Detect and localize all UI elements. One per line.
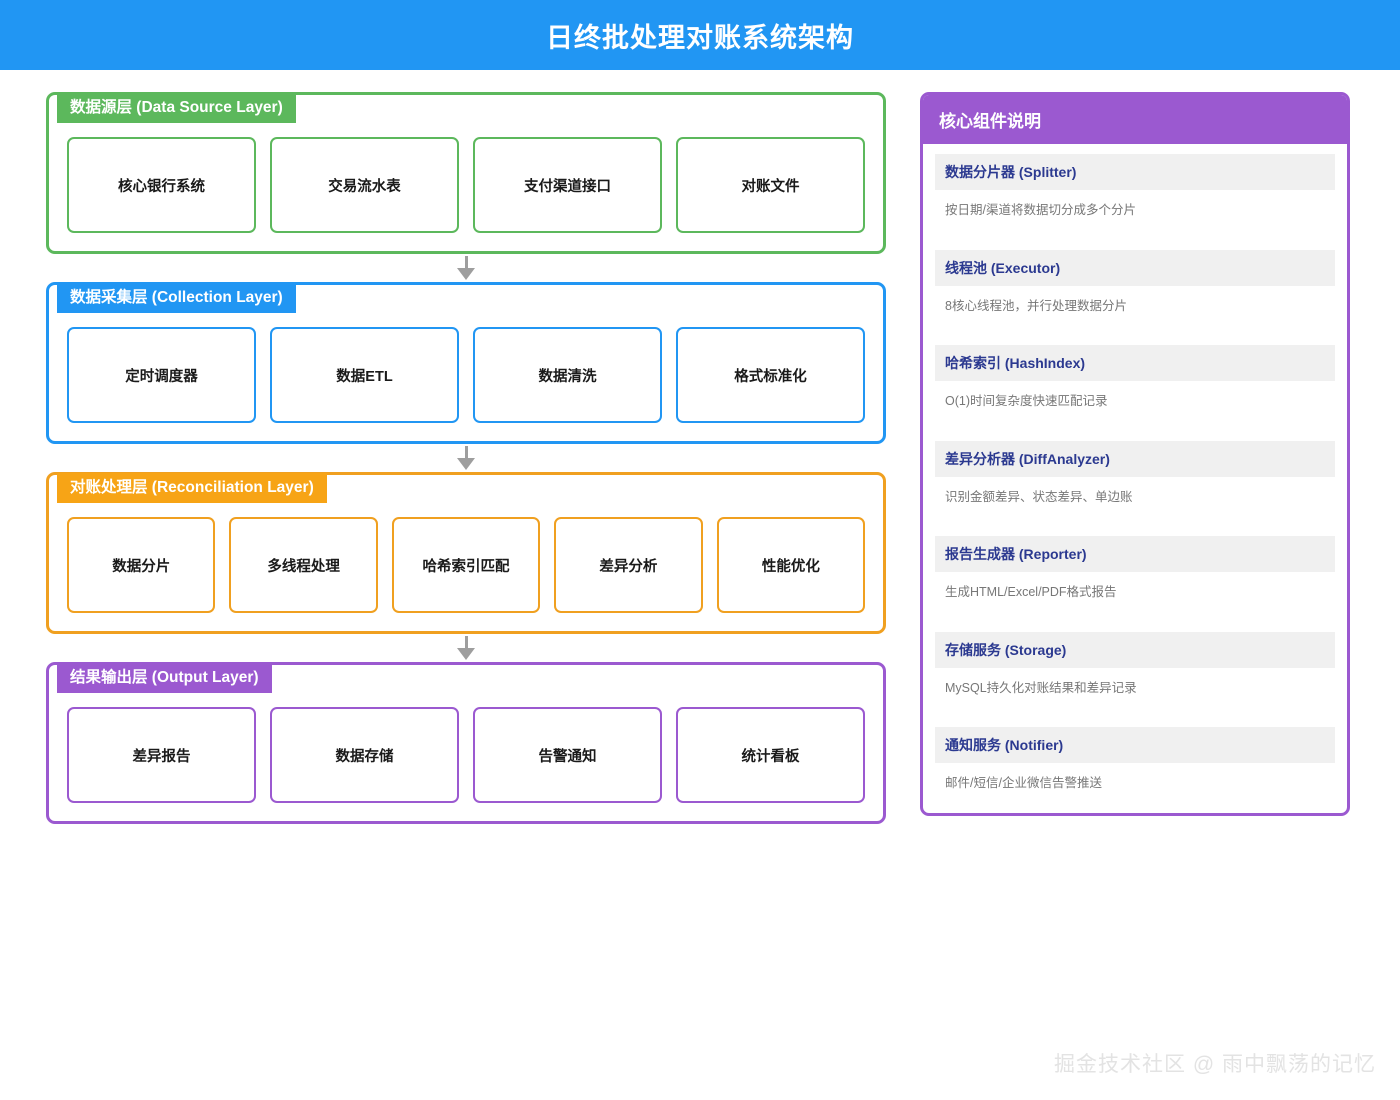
- connector-stem: [464, 256, 468, 268]
- layer-badge-reconciliation: 对账处理层 (Reconciliation Layer): [57, 473, 327, 504]
- layer-badge-data-source: 数据源层 (Data Source Layer): [57, 93, 296, 124]
- arrow-down-icon: [457, 648, 475, 660]
- connector-stem: [464, 446, 468, 458]
- component-description: 生成HTML/Excel/PDF格式报告: [945, 585, 1117, 599]
- component-description: 8核心线程池，并行处理数据分片: [945, 298, 1127, 313]
- layer-reconciliation: 对账处理层 (Reconciliation Layer) 数据分片 多线程处理 …: [46, 472, 886, 634]
- node-difference-analysis[interactable]: 差异分析: [554, 517, 703, 613]
- node-data-etl[interactable]: 数据ETL: [270, 327, 459, 423]
- layer-output: 结果输出层 (Output Layer) 差异报告 数据存储 告警通知 统计看板: [46, 662, 886, 824]
- component-storage: 存储服务 (Storage) MySQL持久化对账结果和差异记录: [935, 631, 1335, 698]
- connector-source-to-collection: [46, 254, 886, 282]
- component-description: 识别金额差异、状态差异、单边账: [945, 489, 1133, 504]
- component-description: O(1)时间复杂度快速匹配记录: [945, 394, 1108, 408]
- component-executor: 线程池 (Executor) 8核心线程池，并行处理数据分片: [935, 249, 1335, 316]
- component-description: 按日期/渠道将数据切分成多个分片: [945, 203, 1136, 217]
- component-title: 通知服务 (Notifier): [935, 727, 1335, 763]
- component-description: MySQL持久化对账结果和差异记录: [945, 680, 1137, 695]
- node-reconciliation-file[interactable]: 对账文件: [676, 137, 865, 233]
- component-title: 哈希索引 (HashIndex): [935, 345, 1335, 381]
- connector-collection-to-reconciliation: [46, 444, 886, 472]
- node-transaction-flow-table[interactable]: 交易流水表: [270, 137, 459, 233]
- connector-reconciliation-to-output: [46, 634, 886, 662]
- node-hash-index-matching[interactable]: 哈希索引匹配: [391, 517, 541, 613]
- arrow-down-icon: [457, 458, 475, 470]
- component-splitter: 数据分片器 (Splitter) 按日期/渠道将数据切分成多个分片: [935, 154, 1335, 220]
- panel-title: 核心组件说明: [923, 95, 1347, 144]
- component-title: 报告生成器 (Reporter): [935, 536, 1335, 572]
- node-data-cleaning[interactable]: 数据清洗: [473, 327, 662, 423]
- layer-nodes-reconciliation: 数据分片 多线程处理 哈希索引匹配 差异分析 性能优化: [67, 509, 866, 613]
- component-title: 线程池 (Executor): [935, 249, 1335, 286]
- component-diffanalyzer: 差异分析器 (DiffAnalyzer) 识别金额差异、状态差异、单边账: [935, 440, 1335, 507]
- node-payment-channel-interface[interactable]: 支付渠道接口: [473, 137, 662, 233]
- node-format-standardization[interactable]: 格式标准化: [676, 327, 865, 423]
- node-alert-notification[interactable]: 告警通知: [473, 707, 662, 803]
- component-title: 数据分片器 (Splitter): [935, 154, 1335, 190]
- layer-badge-output: 结果输出层 (Output Layer): [57, 663, 272, 694]
- node-core-banking-system[interactable]: 核心银行系统: [67, 137, 256, 233]
- layer-nodes-output: 差异报告 数据存储 告警通知 统计看板: [67, 699, 865, 803]
- node-scheduler[interactable]: 定时调度器: [67, 327, 256, 423]
- layer-nodes-collection: 定时调度器 数据ETL 数据清洗 格式标准化: [67, 319, 865, 423]
- content-area: 数据源层 (Data Source Layer) 核心银行系统 交易流水表 支付…: [0, 70, 1400, 824]
- watermark: 掘金技术社区 @ 雨中飘荡的记忆: [1054, 1053, 1376, 1076]
- layer-data-source: 数据源层 (Data Source Layer) 核心银行系统 交易流水表 支付…: [46, 92, 886, 254]
- node-difference-report[interactable]: 差异报告: [67, 707, 256, 803]
- component-notifier: 通知服务 (Notifier) 邮件/短信/企业微信告警推送: [935, 727, 1335, 793]
- architecture-column: 数据源层 (Data Source Layer) 核心银行系统 交易流水表 支付…: [46, 92, 886, 824]
- arrow-down-icon: [457, 268, 475, 280]
- component-description: 邮件/短信/企业微信告警推送: [945, 776, 1102, 790]
- node-performance-optimization[interactable]: 性能优化: [716, 517, 866, 613]
- panel-body: 数据分片器 (Splitter) 按日期/渠道将数据切分成多个分片 线程池 (E…: [923, 144, 1347, 813]
- connector-stem: [464, 636, 468, 648]
- component-title: 差异分析器 (DiffAnalyzer): [935, 440, 1335, 477]
- page-title: 日终批处理对账系统架构: [546, 22, 854, 53]
- node-data-sharding[interactable]: 数据分片: [67, 517, 216, 613]
- core-components-panel: 核心组件说明 数据分片器 (Splitter) 按日期/渠道将数据切分成多个分片…: [920, 92, 1350, 816]
- node-data-storage[interactable]: 数据存储: [270, 707, 459, 803]
- layer-nodes-data-source: 核心银行系统 交易流水表 支付渠道接口 对账文件: [67, 129, 865, 233]
- component-reporter: 报告生成器 (Reporter) 生成HTML/Excel/PDF格式报告: [935, 536, 1335, 602]
- layer-collection: 数据采集层 (Collection Layer) 定时调度器 数据ETL 数据清…: [46, 282, 886, 444]
- component-hashindex: 哈希索引 (HashIndex) O(1)时间复杂度快速匹配记录: [935, 345, 1335, 411]
- core-components-column: 核心组件说明 数据分片器 (Splitter) 按日期/渠道将数据切分成多个分片…: [920, 92, 1350, 816]
- node-multithread-processing[interactable]: 多线程处理: [229, 517, 378, 613]
- page-header: 日终批处理对账系统架构: [0, 0, 1400, 70]
- component-title: 存储服务 (Storage): [935, 631, 1335, 668]
- node-statistics-dashboard[interactable]: 统计看板: [676, 707, 865, 803]
- layer-badge-collection: 数据采集层 (Collection Layer): [57, 283, 296, 314]
